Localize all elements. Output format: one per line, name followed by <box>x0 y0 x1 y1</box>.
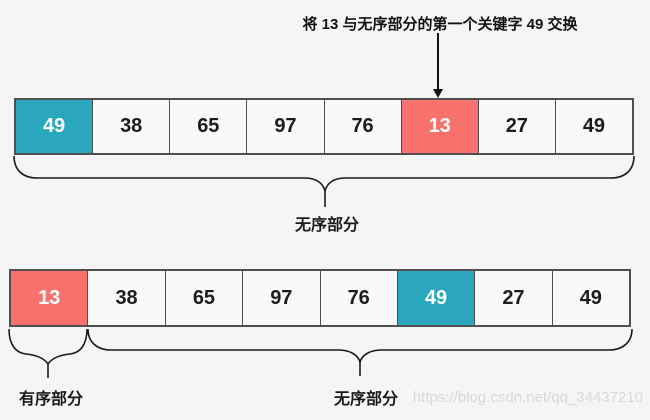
array-cell: 76 <box>324 100 402 153</box>
array-row-top: 49 38 65 97 76 13 27 49 <box>14 98 634 155</box>
array-cell: 49 <box>397 271 476 325</box>
array-cell: 13 <box>11 271 89 325</box>
array-cell: 13 <box>401 100 479 153</box>
brace-bottom-unsorted <box>87 329 633 376</box>
watermark-url: https://blog.csdn.net/qq_34437210 <box>412 389 643 406</box>
array-cell: 97 <box>247 100 325 153</box>
array-cell: 49 <box>555 100 632 153</box>
array-cell: 65 <box>170 100 248 153</box>
label-top-unsorted: 无序部分 <box>294 217 360 234</box>
array-cell: 76 <box>320 271 398 325</box>
array-cell: 49 <box>552 271 629 325</box>
brace-bottom-sorted <box>8 329 88 378</box>
array-cell: 38 <box>93 100 171 153</box>
brace-top-unsorted <box>13 156 635 207</box>
array-cell: 49 <box>16 100 94 153</box>
array-cell: 38 <box>88 271 166 325</box>
down-arrow-icon <box>433 33 443 98</box>
array-cell: 27 <box>475 271 553 325</box>
label-bottom-sorted: 有序部分 <box>18 391 84 408</box>
array-cell: 97 <box>243 271 321 325</box>
array-cell: 65 <box>165 271 244 325</box>
array-cell: 27 <box>478 100 556 153</box>
swap-annotation-text: 将 13 与无序部分的第一个关键字 49 交换 <box>302 16 578 33</box>
array-row-bottom: 13 38 65 97 76 49 27 49 <box>9 269 631 327</box>
label-bottom-unsorted: 无序部分 <box>333 391 399 408</box>
